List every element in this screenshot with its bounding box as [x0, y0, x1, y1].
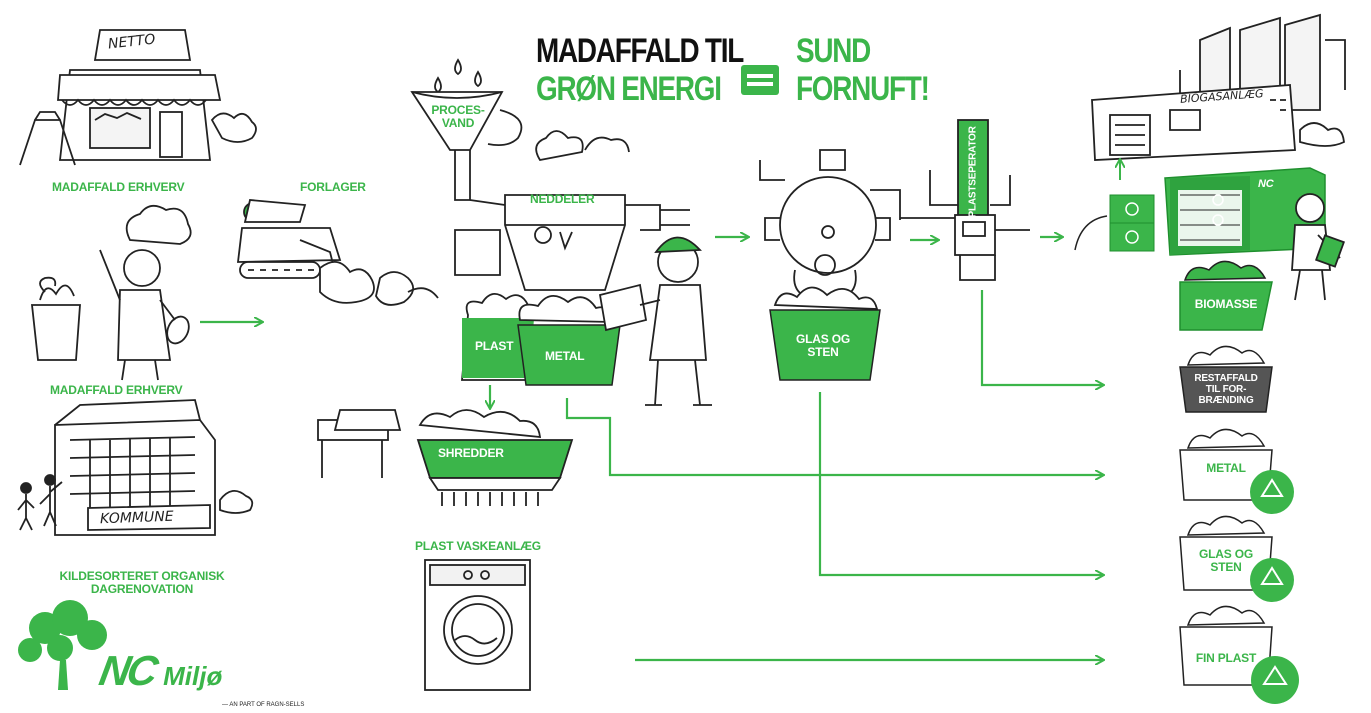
- shredder-illustration: [317, 409, 574, 506]
- kommune-sign: KOMMUNE: [99, 508, 174, 528]
- logo-tree-icon: [18, 600, 107, 690]
- output-bag-fin-plast: [1179, 605, 1299, 704]
- recycle-icon: [1251, 656, 1299, 704]
- equals-badge: [741, 65, 779, 95]
- netto-shop-illustration: [19, 29, 257, 166]
- label-procesvand-line2: VAND: [441, 116, 475, 130]
- neddeler-machine-illustration: [454, 130, 690, 291]
- container-brand: NC: [1258, 178, 1274, 190]
- plast-bag: [461, 293, 534, 381]
- chef-illustration: [30, 204, 192, 381]
- flow-arrows: [200, 237, 1103, 660]
- label-glas-line2: STEN: [807, 345, 839, 359]
- output-label-fin-plast: FIN PLAST: [1195, 651, 1257, 665]
- label-glas-line1: GLAS OG: [796, 332, 850, 346]
- label-neddeler: NEDDELER: [530, 192, 595, 206]
- plastseparator-column-illustration: [900, 119, 1030, 281]
- recycle-icon: [1250, 470, 1294, 514]
- output-label-restaffald-line3: BRÆNDING: [1198, 395, 1254, 406]
- arrow-glas-to-output: [818, 392, 1103, 575]
- metal-bag: [517, 295, 621, 386]
- arrow-metal-to-output: [565, 398, 1103, 475]
- nc-miljo-logo: NC Miljø: [96, 647, 223, 694]
- output-bag-metal: [1179, 428, 1294, 514]
- output-bag-biomasse: [1179, 260, 1273, 331]
- label-procesvand-line1: PROCES-: [431, 103, 485, 117]
- logo-tagline: — AN PART OF RAGN-SELLS: [222, 702, 305, 708]
- title-line-1: MADAFFALD TIL: [536, 32, 744, 70]
- output-bag-glas: [1179, 515, 1294, 602]
- label-metal-bag: METAL: [545, 349, 585, 363]
- worker-illustration: [598, 236, 712, 406]
- label-shredder: SHREDDER: [438, 446, 504, 460]
- logo-name: Miljø: [163, 661, 223, 691]
- title-line-2: GRØN ENERGI: [536, 70, 722, 108]
- output-label-metal: METAL: [1206, 461, 1246, 475]
- label-kildesorteret-line1: KILDESORTERET ORGANISK: [59, 569, 225, 583]
- label-forlager: FORLAGER: [300, 180, 366, 194]
- bulldozer-illustration: [236, 199, 439, 306]
- label-plastseparator: PLASTSEPERATOR: [967, 126, 979, 218]
- logo-brand: NC: [95, 647, 159, 694]
- label-kildesorteret-line2: DAGRENOVATION: [90, 582, 194, 596]
- washing-machine-illustration: [424, 559, 531, 691]
- title-line-4: FORNUFT!: [796, 70, 930, 108]
- label-glas-og-sten: GLAS OG STEN: [795, 333, 851, 359]
- inspector-illustration: [1291, 193, 1345, 301]
- output-bag-restaffald: [1179, 345, 1273, 413]
- output-label-restaffald: RESTAFFALD TIL FOR- BRÆNDING: [1186, 373, 1266, 406]
- label-madaffald-erhverv-shop: MADAFFALD ERHVERV: [52, 180, 185, 194]
- label-madaffald-erhverv-chef: MADAFFALD ERHVERV: [50, 383, 183, 397]
- nc-container-illustration: [1074, 167, 1326, 256]
- label-plast-bag: PLAST: [475, 339, 514, 353]
- label-kildesorteret: KILDESORTERET ORGANISK DAGRENOVATION: [52, 570, 232, 596]
- arrow-plastsep-to-restaffald: [980, 290, 1103, 385]
- funnel-illustration: [410, 58, 523, 201]
- output-label-restaffald-line2: TIL FOR-: [1205, 384, 1247, 395]
- output-label-glas-line1: GLAS OG: [1199, 547, 1253, 561]
- recycle-icon: [1250, 558, 1294, 602]
- label-procesvand: PROCES- VAND: [428, 104, 488, 130]
- glas-separator-illustration: [759, 149, 901, 381]
- output-label-biomasse: BIOMASSE: [1194, 297, 1258, 311]
- kommune-building-illustration: [17, 399, 254, 536]
- title-line-3: SUND: [796, 32, 871, 70]
- label-plast-vaskeanlaeg: PLAST VASKEANLÆG: [415, 539, 541, 553]
- output-label-restaffald-line1: RESTAFFALD: [1194, 373, 1258, 384]
- output-label-glas: GLAS OG STEN: [1186, 548, 1266, 574]
- output-label-glas-line2: STEN: [1210, 560, 1242, 574]
- biogas-plant-illustration: [1091, 13, 1346, 180]
